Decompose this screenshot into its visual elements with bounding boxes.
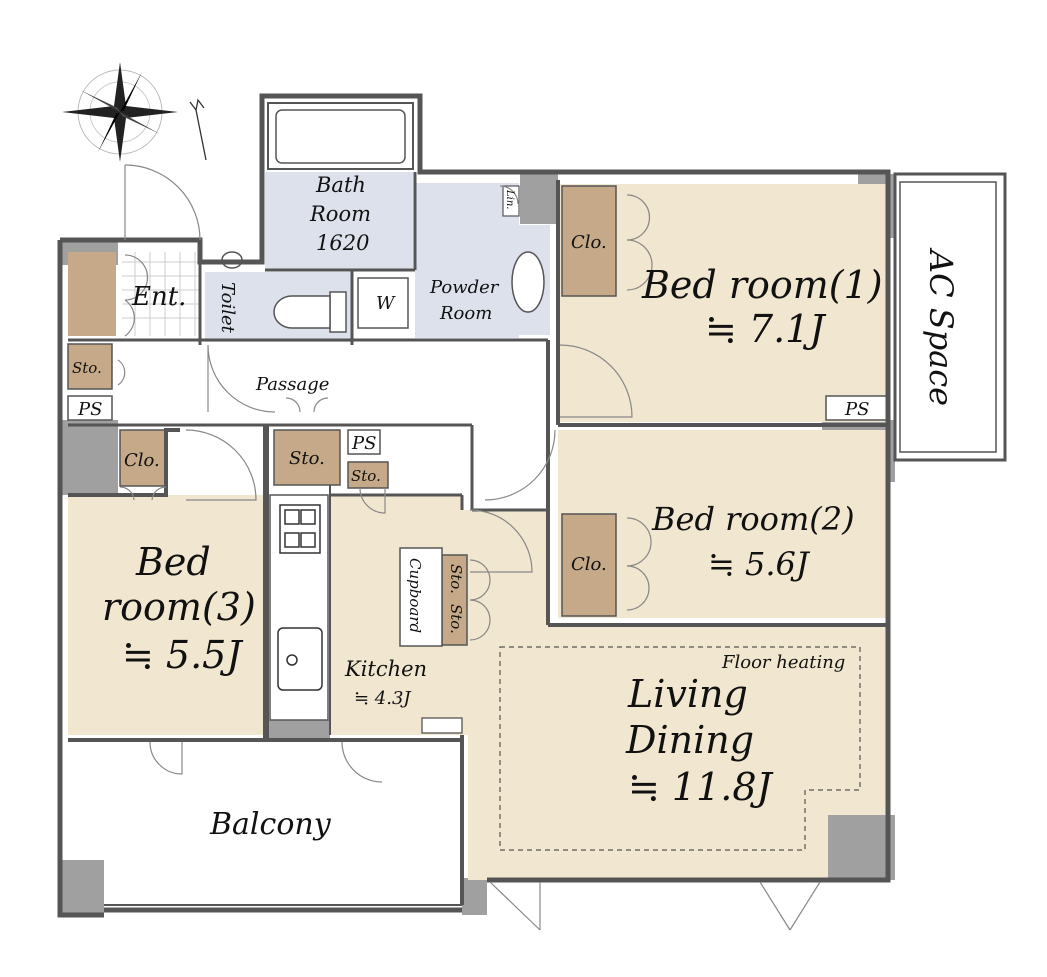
bathroom-area: [265, 172, 413, 270]
ps-label-right: PS: [844, 399, 869, 420]
bath-line2: Room: [309, 202, 371, 226]
toilet-label: Toilet: [217, 282, 238, 334]
kitchen-living-area: [330, 495, 888, 880]
washer-box: [357, 277, 409, 329]
ps-label-center: PS: [351, 433, 376, 454]
kitchen-name: Kitchen: [344, 657, 427, 681]
north-marker-icon: [189, 98, 207, 161]
living-name-line1: Living: [627, 672, 748, 716]
walls: [57, 93, 891, 918]
bath-line3: 1620: [316, 231, 369, 255]
cupboard-label: Cupboard: [406, 558, 424, 633]
bedroom3-name-line1: Bed: [135, 540, 211, 584]
bedroom3-size: ≒ 5.5J: [122, 633, 243, 677]
linen-label: Lin.: [504, 189, 515, 209]
storage-label-entrance: Sto.: [72, 359, 102, 377]
passage-label: Passage: [255, 374, 329, 395]
sink-icon: [277, 627, 323, 691]
floor-heating-label: Floor heating: [721, 652, 845, 673]
stove-icon: [279, 504, 321, 554]
bedroom3-area: [68, 495, 266, 735]
cupboard-box: [399, 547, 443, 647]
bedroom2-size: ≒ 5.6J: [708, 545, 811, 583]
ps-label-left: PS: [77, 399, 102, 420]
ps-boxes: [67, 395, 889, 455]
bedroom2-name: Bed room(2): [651, 500, 855, 538]
storage-label-passage: Sto.: [289, 448, 325, 469]
living-name-line2: Dining: [625, 718, 754, 762]
entrance-closet: [68, 252, 116, 336]
floor-heating-zone: [499, 646, 861, 851]
bathtub-icon: [267, 102, 414, 170]
closets: [67, 185, 617, 646]
bedroom1-size: ≒ 7.1J: [705, 307, 826, 351]
closet-label-bedroom3: Clo.: [124, 450, 160, 471]
toilet-fixture-icon: [273, 291, 347, 333]
closet-label-bedroom2: Clo.: [571, 554, 607, 575]
balcony-label: Balcony: [209, 807, 332, 842]
door-swings: [117, 164, 821, 931]
kitchen-size: ≒ 4.3J: [354, 688, 412, 709]
powder-line1: Powder: [429, 277, 500, 298]
entrance-tiles: [122, 252, 200, 336]
compass-rose-icon: [62, 62, 178, 162]
powder-line2: Room: [439, 303, 492, 324]
living-size: ≒ 11.8J: [628, 765, 774, 809]
entrance-label: Ent.: [131, 282, 186, 312]
storage-label-small: Sto.: [351, 467, 381, 485]
ac-vent: [421, 717, 463, 734]
bedroom1-name: Bed room(1): [641, 263, 883, 307]
closet-label-bedroom1: Clo.: [571, 232, 607, 253]
storage-label-kitchen-2: Sto.: [447, 604, 465, 634]
bath-line1: Bath: [315, 173, 366, 197]
wash-basin-icon: [511, 251, 545, 313]
bedroom3-name-line2: room(3): [102, 585, 256, 629]
ac-space-outline: [893, 172, 1007, 462]
storage-label-kitchen-1: Sto.: [447, 564, 465, 594]
ac-space-label: AC Space: [922, 247, 960, 406]
powder-area: [415, 183, 519, 338]
washer-label: W: [376, 293, 396, 314]
